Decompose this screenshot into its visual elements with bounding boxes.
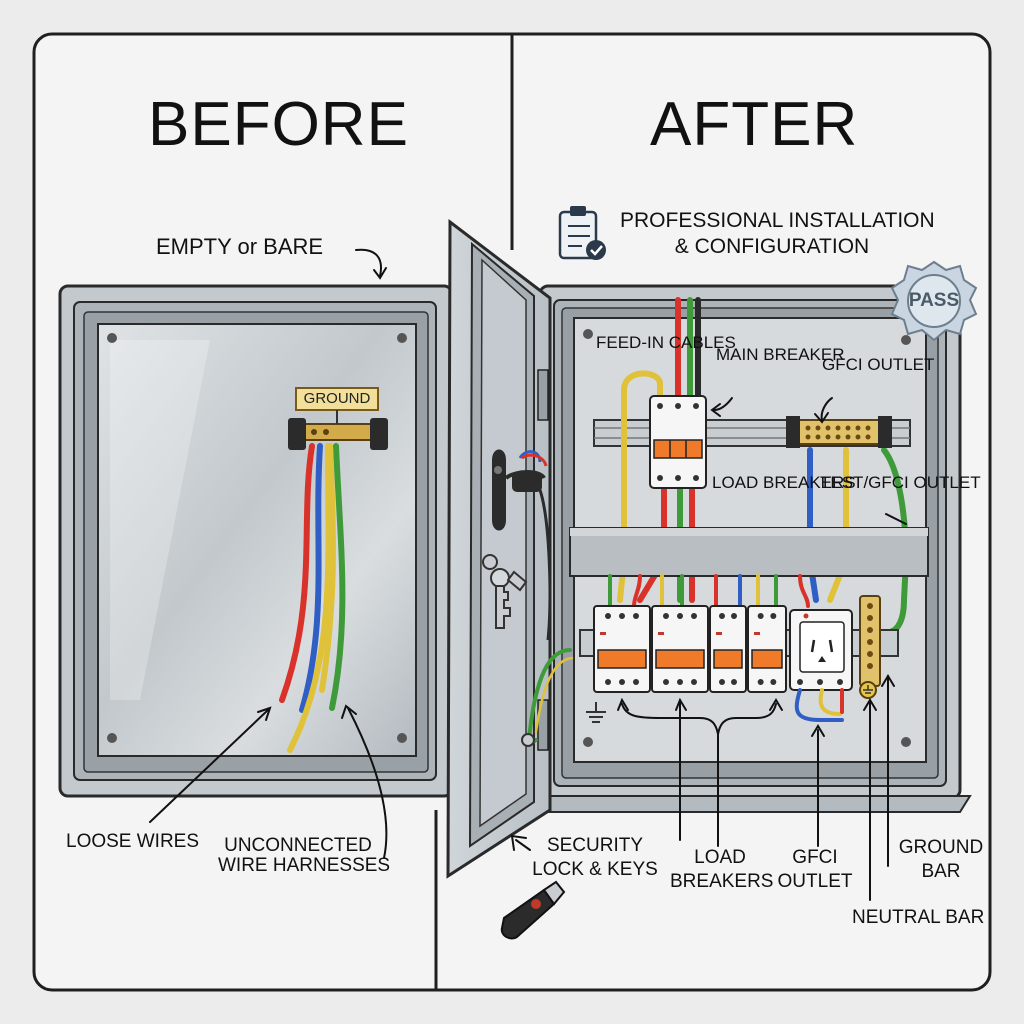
loose-wires-group [279, 443, 346, 753]
load-breaker-handle [655, 649, 705, 669]
door-ground-wire [521, 648, 574, 747]
security-line1: SECURITY [546, 835, 644, 856]
breaker-indicator [716, 632, 722, 635]
load-breaker-body [651, 605, 709, 693]
breaker-indicator [600, 632, 606, 635]
load-bottom-line1: LOAD [694, 847, 746, 868]
load-breaker-handle [713, 649, 743, 669]
breaker-screw [605, 679, 611, 685]
unconnected-line1: UNCONNECTED [224, 835, 372, 856]
main-breaker-line1: MAIN [716, 345, 759, 364]
load-breaker-body [747, 605, 787, 693]
load-breakers-top-label: LOAD BREAKERS [712, 473, 856, 492]
loose-red-wire [279, 443, 315, 703]
neutral-bar-label: NEUTRAL BAR [852, 907, 985, 928]
feed-in-cables-label: FEED-IN CABLES [596, 333, 736, 352]
installation-heading: PROFESSIONAL INSTALLATION & CONFIGURATIO… [620, 209, 935, 259]
door-lock-graphic [492, 449, 552, 641]
gfci-top-line1: GFCI [822, 355, 863, 374]
gfci-bottom-line2: OUTLET [777, 870, 853, 892]
breaker-screw [770, 613, 777, 619]
ground-bar-line2: BAR [921, 860, 961, 882]
branch-wires [608, 574, 810, 608]
gfci-outlet-graphic [789, 609, 853, 691]
breaker-screw [663, 613, 669, 619]
empty-or-bare-label: EMPTY or BARE [156, 234, 324, 259]
after-title: AFTER [650, 90, 859, 159]
load-breaker-body [709, 605, 747, 693]
breaker-screw [757, 613, 764, 619]
breaker-indicator [658, 632, 664, 635]
test-gfci-line1: TEST/GFCI [820, 473, 909, 492]
breaker-screw [719, 613, 725, 619]
breaker-screw [605, 613, 611, 619]
feed-in-line1: FEED-IN [596, 333, 664, 352]
pass-badge-label: PASS [908, 290, 960, 311]
gfci-outlet-top-label: GFCI OUTLET [822, 355, 934, 374]
loose-green-wire [329, 443, 346, 711]
usb-stick-graphic [500, 880, 566, 940]
load-breaker-body [593, 605, 651, 693]
clipboard-check-icon [558, 206, 606, 260]
load-top-line1: LOAD [712, 473, 759, 492]
before-ground-bar [288, 387, 388, 450]
unconnected-harness-label: UNCONNECTED WIRE HARNESSES [218, 835, 391, 876]
load-breaker-handle [597, 649, 647, 669]
breaker-indicator [754, 632, 760, 635]
gfci-bottom-line1: GFCI [792, 847, 838, 868]
main-breaker-line2: BREAKER [763, 345, 845, 364]
breaker-screw [677, 679, 683, 685]
gfci-outlet-bottom-label: GFCI OUTLET [774, 848, 856, 892]
breaker-screw [757, 679, 764, 685]
unconnected-line2: WIRE HARNESSES [218, 854, 391, 876]
loose-blue-wire [299, 443, 323, 713]
breaker-screw [633, 679, 639, 685]
load-breakers-graphic [593, 605, 787, 693]
loose-yellow-wire [287, 443, 332, 753]
annotation-arrows [149, 248, 907, 901]
keys-graphic [482, 554, 528, 629]
security-lock-keys-label: SECURITY LOCK & KEYS [532, 836, 658, 880]
ground-symbol [586, 702, 606, 723]
breaker-screw [633, 613, 639, 619]
installation-heading-line2: & CONFIGURATION [674, 235, 870, 259]
test-gfci-line2: OUTLET [913, 473, 981, 492]
breaker-screw [719, 679, 725, 685]
breaker-screw [691, 679, 697, 685]
outlet-wires [794, 688, 844, 722]
loose-wires-label: LOOSE WIRES [66, 831, 200, 852]
before-title: BEFORE [148, 90, 409, 159]
security-line2: LOCK & KEYS [532, 858, 658, 880]
ground-bar-line1: GROUND [898, 837, 984, 858]
load-bottom-line2: BREAKERS [670, 870, 774, 892]
breaker-screw [731, 613, 737, 619]
breaker-screw [731, 679, 737, 685]
main-breaker-graphic [649, 395, 707, 489]
ground-bar-label: GROUND BAR [896, 838, 986, 882]
terminal-block-top [786, 416, 892, 448]
pass-seal-icon [890, 260, 978, 342]
cabinet-door [446, 218, 552, 879]
load-top-line2: BREAKERS [763, 473, 856, 492]
loose-yellow-wire-2 [319, 443, 336, 693]
breaker-screw [663, 679, 669, 685]
gfci-top-line2: OUTLET [867, 355, 935, 374]
ground-bar-graphic [859, 595, 881, 699]
breaker-screw [770, 679, 777, 685]
breaker-screw [619, 679, 625, 685]
installation-heading-line1: PROFESSIONAL INSTALLATION [620, 209, 935, 232]
breaker-screw [677, 613, 683, 619]
main-breaker-label: MAIN BREAKER [716, 345, 844, 364]
breaker-screw [691, 613, 697, 619]
feed-in-line2: CABLES [668, 333, 736, 352]
load-breaker-handle [751, 649, 783, 669]
test-gfci-outlet-label: TEST/GFCI OUTLET [820, 473, 981, 492]
wire-duct [569, 527, 929, 577]
load-breakers-bottom-label: LOAD BREAKERS [670, 847, 774, 892]
before-enclosure [58, 284, 454, 798]
ground-tag-label: GROUND [303, 390, 371, 407]
breaker-screw [619, 613, 625, 619]
